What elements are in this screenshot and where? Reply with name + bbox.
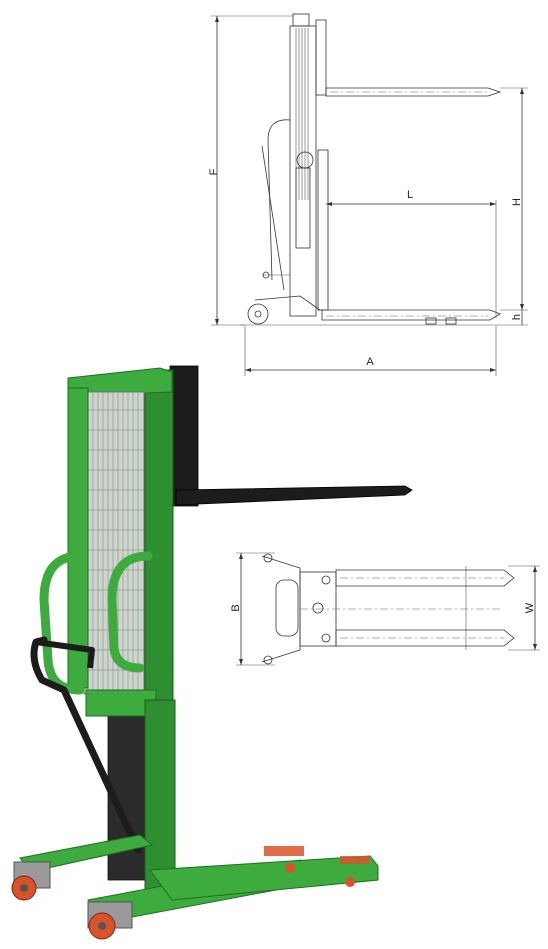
front-base-beam	[149, 855, 379, 901]
dimension-label-L: L	[407, 189, 413, 201]
fork-carriage	[169, 365, 199, 507]
safety-mesh-guard	[83, 391, 145, 695]
mast-left-post	[67, 387, 89, 689]
dimension-label-B: B	[230, 604, 242, 611]
dimension-label-h: h	[511, 314, 523, 320]
front-roller	[285, 863, 295, 873]
dimension-label-H: H	[511, 198, 523, 206]
dimension-label-F: F	[208, 168, 220, 175]
fork-arm	[175, 485, 413, 506]
pump-handle[interactable]	[30, 636, 142, 854]
right-grab-handle	[107, 551, 153, 673]
stacker-product-illustration	[11, 365, 413, 940]
front-roller	[345, 877, 355, 887]
rear-caster-right	[87, 901, 133, 940]
rear-caster-left	[11, 861, 51, 901]
dimension-label-W: W	[524, 602, 536, 613]
top-view-drawing: B W	[230, 552, 540, 666]
pump-bracket	[85, 689, 157, 717]
dimension-label-A: A	[366, 356, 374, 368]
side-view-drawing: F L	[208, 13, 528, 376]
